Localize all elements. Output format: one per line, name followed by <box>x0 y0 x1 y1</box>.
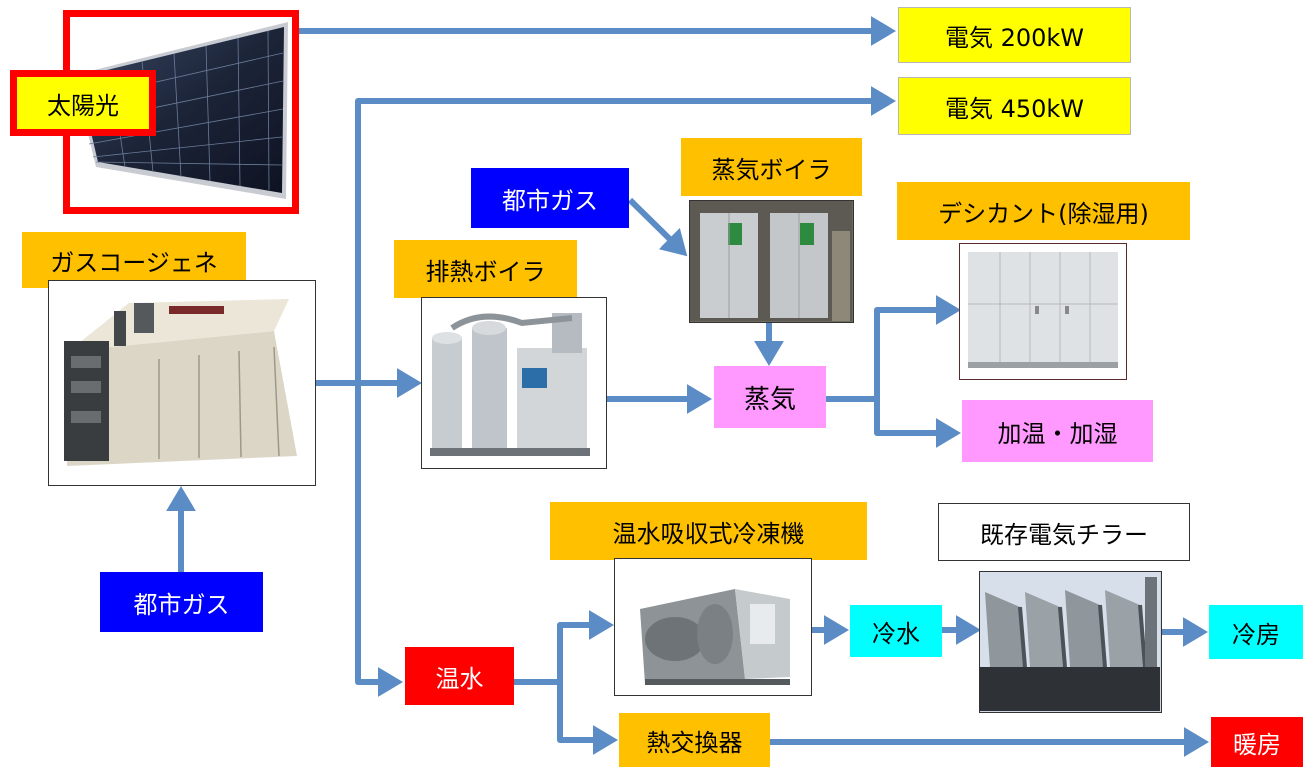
desiccant-label: デシカント(除湿用) <box>897 182 1190 240</box>
arrow-hotwater-to-hex <box>557 682 618 755</box>
city-gas-top-label: 都市ガス <box>471 168 629 228</box>
solar-label: 太陽光 <box>10 70 156 136</box>
steam-boiler-label: 蒸気ボイラ <box>681 138 862 196</box>
existing-electric-chiller-label: 既存電気チラー <box>938 503 1190 561</box>
steam-boiler-photo <box>689 200 854 323</box>
desiccant-photo <box>959 243 1127 380</box>
desiccant-unit-icon <box>968 252 1118 368</box>
solar-panel-icon <box>74 22 288 199</box>
cooling-label: 冷房 <box>1209 605 1303 659</box>
arrow-cogen-to-hot-water <box>355 383 403 697</box>
hot-water-label: 温水 <box>405 647 514 705</box>
exhaust-boiler-icon <box>430 313 590 456</box>
arrow-hotwater-to-chiller <box>514 610 614 685</box>
arrow-gas-to-steam-boiler <box>627 197 688 257</box>
steam-label: 蒸気 <box>714 366 826 428</box>
cogeneration-unit-icon <box>64 299 297 466</box>
heating-humidifying-label: 加温・加湿 <box>962 400 1153 462</box>
electricity-200kw-label: 電気 200kW <box>898 7 1131 63</box>
absorption-chiller-label: 温水吸収式冷凍機 <box>550 502 867 560</box>
gas-cogeneration-photo <box>48 280 316 486</box>
arrow-steam-to-desiccant <box>826 295 961 402</box>
gas-cogeneration-label: ガスコージェネ <box>22 232 246 288</box>
exhaust-heat-boiler-label: 排熱ボイラ <box>394 240 577 298</box>
arrow-steam-to-humidify <box>874 399 961 448</box>
existing-chiller-icon <box>980 572 1160 711</box>
arrow-cogen-to-elec450 <box>315 86 896 386</box>
heat-exchanger-label: 熱交換器 <box>619 713 770 767</box>
absorption-chiller-icon <box>640 589 790 685</box>
absorption-chiller-photo <box>614 558 812 696</box>
exhaust-heat-boiler-photo <box>421 297 607 469</box>
city-gas-bottom-label: 都市ガス <box>100 572 263 632</box>
heating-label: 暖房 <box>1211 717 1303 767</box>
chilled-water-label: 冷水 <box>850 605 942 657</box>
steam-boiler-icon <box>690 201 852 321</box>
electricity-450kw-label: 電気 450kW <box>898 77 1131 135</box>
existing-electric-chiller-photo <box>979 571 1162 713</box>
